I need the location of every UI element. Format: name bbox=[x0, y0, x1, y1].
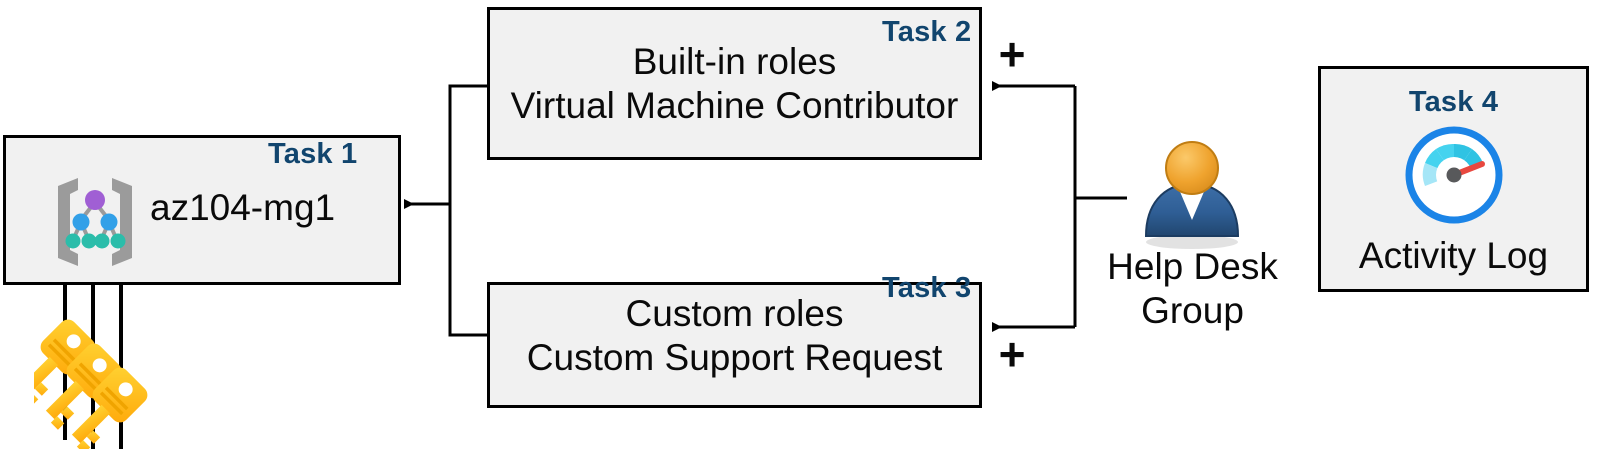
task-4-text: Activity Log bbox=[1358, 235, 1549, 276]
actor-label-line-2: Group bbox=[1141, 290, 1244, 331]
task-1-text: az104-mg1 bbox=[150, 187, 336, 228]
activity-log-gauge-icon bbox=[1405, 126, 1503, 224]
task-4-label: Task 4 bbox=[1408, 86, 1499, 118]
task-2-line-1: Built-in roles bbox=[632, 41, 837, 82]
task-3-line-2: Custom Support Request bbox=[526, 337, 943, 378]
task-2-box[interactable] bbox=[487, 7, 982, 160]
management-group-icon bbox=[48, 172, 142, 268]
keys-icon bbox=[19, 315, 154, 449]
plus-sign-bottom: + bbox=[998, 328, 1026, 380]
task-3-box[interactable] bbox=[487, 282, 982, 408]
task-4-box[interactable] bbox=[1318, 66, 1589, 292]
task-1-label: Task 1 bbox=[268, 138, 358, 170]
task-2-line-2: Virtual Machine Contributor bbox=[510, 85, 959, 126]
task-3-line-1: Custom roles bbox=[625, 293, 844, 334]
user-group-icon bbox=[1128, 140, 1256, 250]
task-2-label: Task 2 bbox=[882, 16, 972, 48]
plus-sign-top: + bbox=[998, 28, 1026, 80]
actor-label-line-1: Help Desk bbox=[1107, 246, 1278, 287]
task-3-label: Task 3 bbox=[882, 272, 972, 304]
